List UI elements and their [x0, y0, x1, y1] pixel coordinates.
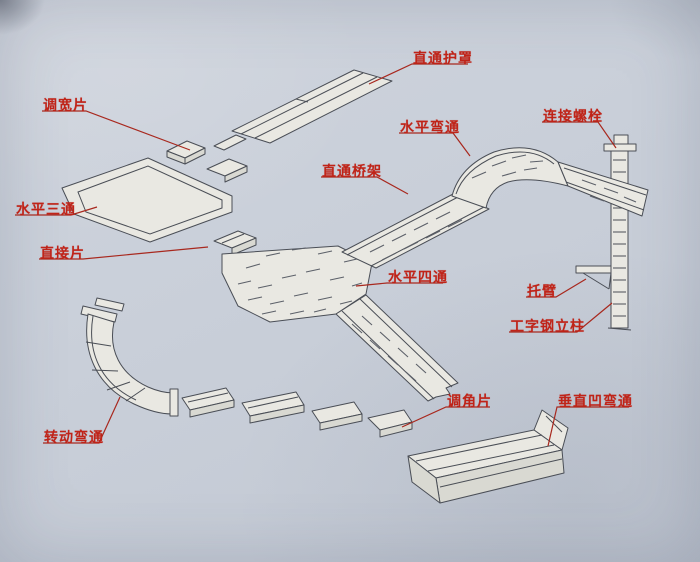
leader-vertical-concave-bend: [547, 406, 629, 447]
leader-bracket-arm: [526, 278, 587, 298]
angle-pieces-part: [181, 387, 413, 438]
label-bracket-arm: 托臂: [527, 283, 557, 299]
straight-cover-part: [213, 69, 393, 151]
label-horizontal-tee: 水平三通: [16, 201, 76, 217]
label-width-adjust-piece: 调宽片: [43, 97, 88, 113]
leader-straight-tray: [321, 176, 409, 195]
label-vertical-concave-bend: 垂直凹弯通: [558, 393, 633, 409]
bracket-arm-part: [575, 265, 612, 290]
label-angle-adjust-piece: 调角片: [447, 393, 492, 409]
label-connecting-bolt: 连接螺栓: [543, 108, 603, 124]
leader-horizontal-tee: [15, 206, 98, 216]
leader-direct-piece: [39, 246, 209, 260]
rotating-bend-part: [80, 297, 179, 417]
right-tray-part: [557, 161, 649, 217]
width-adjust-pieces-part: [166, 140, 248, 183]
leader-angle-adjust-piece: [401, 406, 490, 428]
leader-i-beam-column: [509, 302, 613, 333]
leader-lines: [15, 63, 629, 447]
label-straight-tray: 直通桥架: [322, 163, 382, 179]
straight-tray-part: [341, 192, 490, 269]
label-straight-cover: 直通护罩: [413, 50, 473, 66]
leader-rotating-bend: [43, 396, 121, 444]
label-i-beam-column: 工字钢立柱: [510, 318, 585, 334]
leader-straight-cover: [368, 63, 468, 85]
descending-tray-part: [335, 294, 459, 402]
vertical-concave-bend-part: [407, 409, 569, 504]
leader-connecting-bolt: [542, 121, 617, 149]
label-direct-piece: 直接片: [40, 245, 85, 261]
horizontal-cross-part: [221, 245, 373, 323]
leader-horizontal-cross: [355, 282, 443, 287]
leader-horizontal-bend: [399, 132, 471, 157]
leader-width-adjust-piece: [42, 110, 191, 151]
label-rotating-bend: 转动弯通: [44, 429, 104, 445]
label-horizontal-cross: 水平四通: [388, 269, 448, 285]
direct-piece-part: [213, 230, 257, 256]
label-horizontal-bend: 水平弯通: [400, 119, 460, 135]
